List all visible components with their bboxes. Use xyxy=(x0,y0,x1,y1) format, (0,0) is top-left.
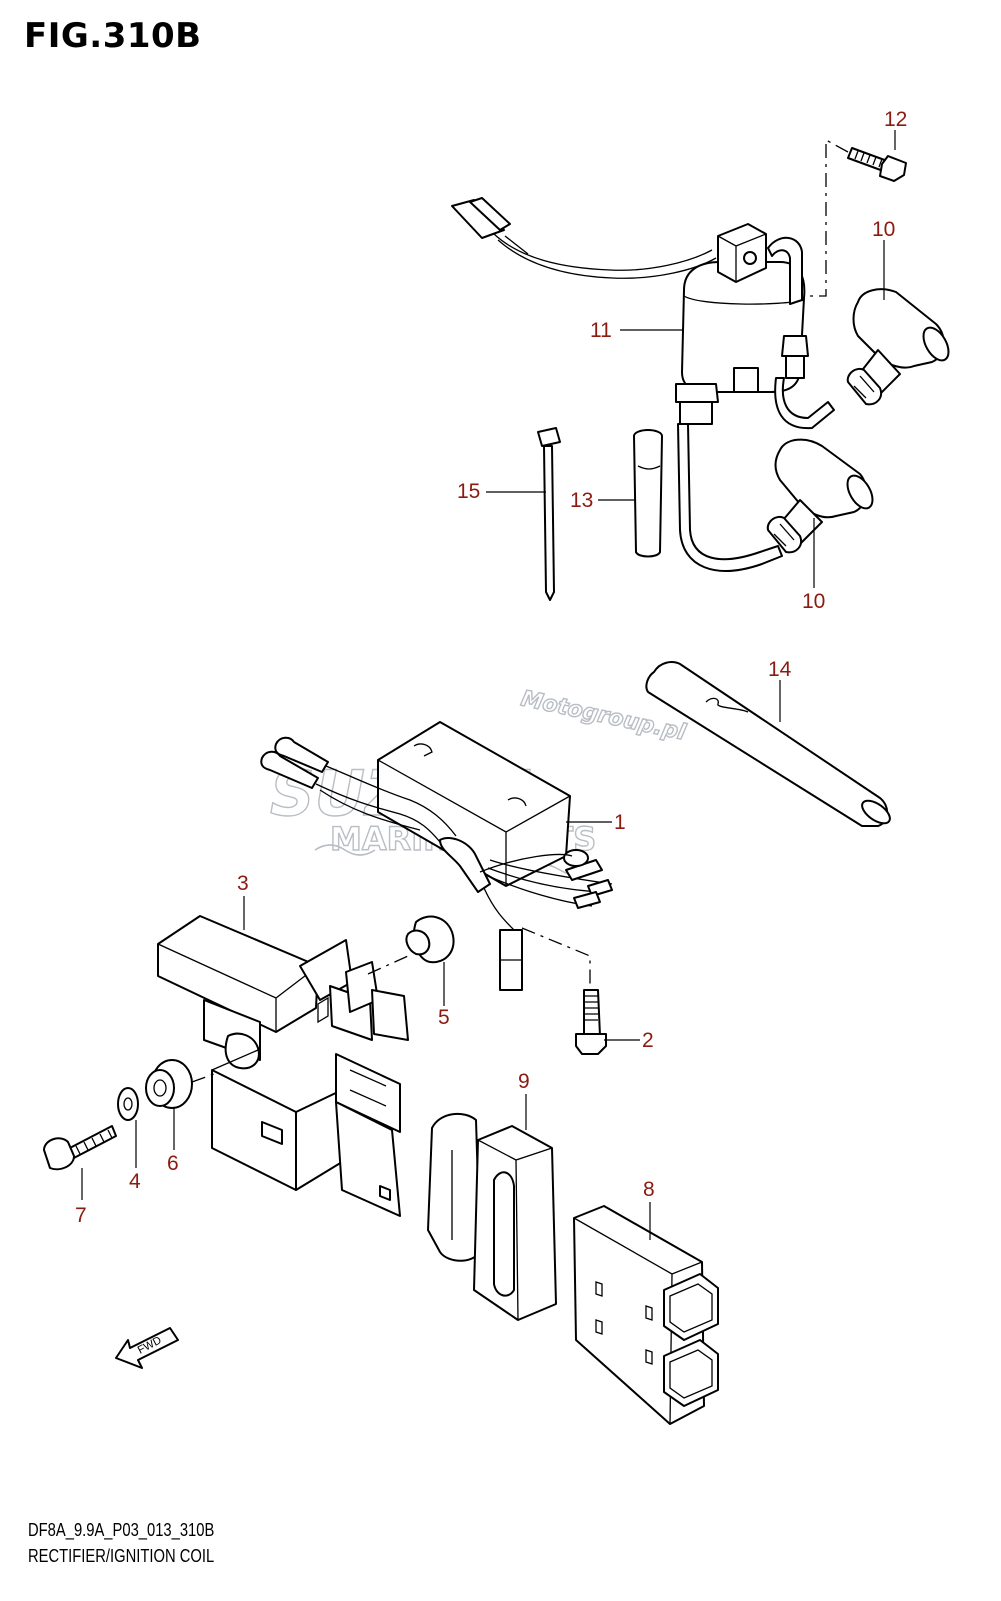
callout-8: 8 xyxy=(643,1178,655,1201)
part-13-tube xyxy=(633,429,663,558)
callout-2: 2 xyxy=(642,1029,654,1052)
part-3-bracket xyxy=(157,915,409,1217)
fwd-arrow-icon: FWD xyxy=(115,1327,179,1369)
callout-3: 3 xyxy=(237,872,249,895)
part-2-bolt xyxy=(575,989,607,1055)
part-10-plug-cap-upper xyxy=(846,288,950,406)
callout-6: 6 xyxy=(167,1152,179,1175)
part-3-dashline-to-6 xyxy=(191,1073,215,1083)
callout-12: 12 xyxy=(884,108,907,131)
part-7-bolt xyxy=(43,1125,117,1171)
callout-10-upper: 10 xyxy=(872,218,895,241)
part-3-dashline-to-5 xyxy=(367,955,409,975)
callout-4: 4 xyxy=(129,1170,141,1193)
callouts: 12 10 11 15 13 10 14 1 3 5 2 9 6 4 7 8 xyxy=(75,108,907,1227)
callout-1: 1 xyxy=(614,811,626,834)
part-12-bolt xyxy=(847,147,907,182)
part-1-dashline xyxy=(521,927,591,1000)
footer-caption: RECTIFIER/IGNITION COIL xyxy=(28,1546,215,1566)
part-1-rectifier xyxy=(260,721,613,991)
callout-7: 7 xyxy=(75,1204,87,1227)
part-9-cover xyxy=(427,1112,557,1321)
part-6-grommet xyxy=(145,1059,193,1109)
figure-title: FIG.310B xyxy=(24,16,202,56)
callout-10-lower: 10 xyxy=(802,590,825,613)
leader-lines xyxy=(81,130,896,1240)
part-5-grommet xyxy=(405,915,455,964)
part-8-rectifier-module xyxy=(573,1205,719,1425)
callout-15: 15 xyxy=(457,480,480,503)
callout-5: 5 xyxy=(438,1006,450,1029)
part-11-ignition-coil xyxy=(451,197,835,572)
part-12-dashline xyxy=(796,138,849,297)
callout-13: 13 xyxy=(570,489,593,512)
callout-11: 11 xyxy=(590,319,612,342)
callout-9: 9 xyxy=(518,1070,530,1093)
part-14-sleeve xyxy=(645,661,891,827)
part-15-cable-tie xyxy=(537,427,561,601)
part-10-plug-cap-lower xyxy=(766,438,874,554)
callout-14: 14 xyxy=(768,658,792,681)
footer-code: DF8A_9.9A_P03_013_310B xyxy=(28,1520,215,1540)
part-4-washer xyxy=(117,1087,139,1121)
